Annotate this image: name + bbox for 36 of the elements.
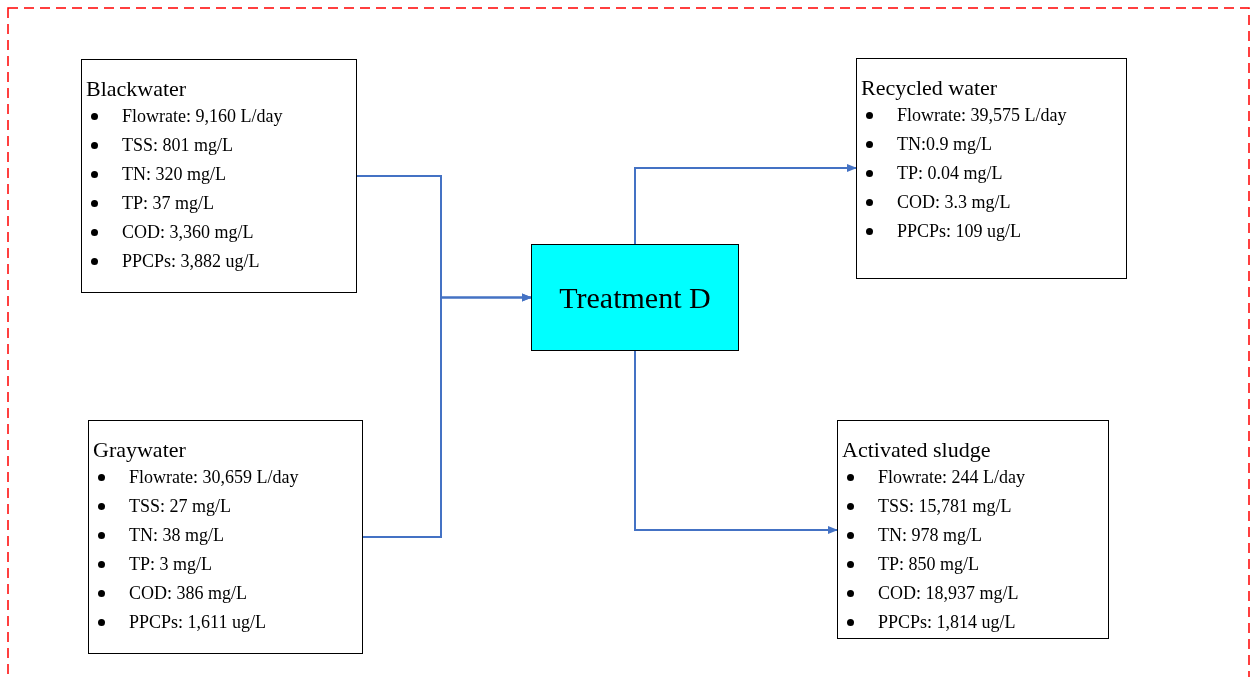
bullet-text: Flowrate: 30,659 L/day [129, 466, 299, 489]
bullet-text: TP: 850 mg/L [878, 553, 979, 576]
info-box [837, 420, 1109, 639]
process-box [531, 244, 739, 351]
bullet-text: PPCPs: 3,882 ug/L [122, 250, 260, 273]
bullet-text: COD: 386 mg/L [129, 582, 247, 605]
bullet-text: TSS: 15,781 mg/L [878, 495, 1012, 518]
arrow [362, 293, 532, 538]
box-heading: Recycled water [861, 75, 999, 101]
bullet-text: PPCPs: 1,611 ug/L [129, 611, 266, 634]
bullet-text: Flowrate: 9,160 L/day [122, 105, 283, 128]
info-box [856, 58, 1127, 279]
info-box [81, 59, 357, 293]
arrow [634, 164, 857, 245]
process-label: Treatment D [559, 280, 711, 316]
bullet-text: TN:0.9 mg/L [897, 133, 992, 156]
bullet-text: TN: 38 mg/L [129, 524, 224, 547]
bullet-text: TSS: 801 mg/L [122, 134, 233, 157]
bullet-text: COD: 3.3 mg/L [897, 191, 1011, 214]
bullet-text: COD: 3,360 mg/L [122, 221, 254, 244]
box-heading: Activated sludge [842, 437, 992, 463]
bullet-text: TN: 978 mg/L [878, 524, 982, 547]
box-heading: Blackwater [86, 76, 188, 102]
info-box [88, 420, 363, 654]
bullet-text: TP: 37 mg/L [122, 192, 214, 215]
bullet-text: TSS: 27 mg/L [129, 495, 231, 518]
bullet-text: Flowrate: 244 L/day [878, 466, 1025, 489]
box-heading: Graywater [93, 437, 187, 463]
arrow [634, 350, 838, 534]
bullet-text: PPCPs: 1,814 ug/L [878, 611, 1016, 634]
bullet-text: TP: 0.04 mg/L [897, 162, 1003, 185]
bullet-text: PPCPs: 109 ug/L [897, 220, 1022, 243]
bullet-text: TP: 3 mg/L [129, 553, 212, 576]
bullet-text: COD: 18,937 mg/L [878, 582, 1019, 605]
bullet-text: TN: 320 mg/L [122, 163, 226, 186]
bullet-text: Flowrate: 39,575 L/day [897, 104, 1067, 127]
